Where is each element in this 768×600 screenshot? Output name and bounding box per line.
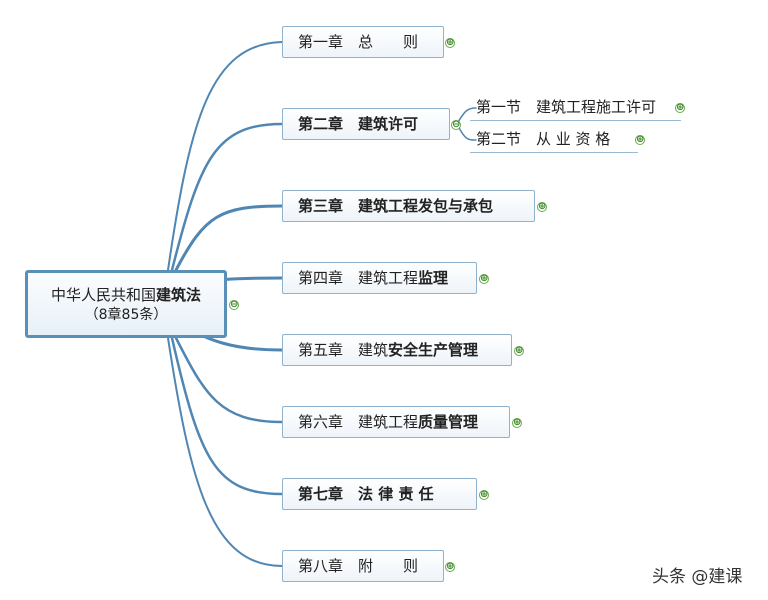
chapter-5[interactable]: 第五章 建筑安全生产管理 bbox=[282, 334, 512, 366]
section-1[interactable]: 第一节 建筑工程施工许可 bbox=[470, 96, 681, 121]
expand-icon[interactable]: ⊕ bbox=[512, 417, 522, 428]
collapse-icon[interactable]: ⊖ bbox=[451, 119, 461, 130]
collapse-icon[interactable]: ⊖ bbox=[229, 299, 239, 310]
expand-icon[interactable]: ⊕ bbox=[635, 134, 645, 145]
root-title: 中华人民共和国建筑法 bbox=[50, 286, 202, 304]
chapter-4[interactable]: 第四章 建筑工程监理 bbox=[282, 262, 477, 294]
section-2[interactable]: 第二节 从 业 资 格 bbox=[470, 128, 638, 153]
chapter-8[interactable]: 第八章 附 则 bbox=[282, 550, 444, 582]
chapter-2[interactable]: 第二章 建筑许可 bbox=[282, 108, 450, 140]
root-subtitle: （8章85条） bbox=[84, 307, 168, 323]
expand-icon[interactable]: ⊕ bbox=[514, 345, 524, 356]
chapter-6[interactable]: 第六章 建筑工程质量管理 bbox=[282, 406, 510, 438]
expand-icon[interactable]: ⊕ bbox=[537, 201, 547, 212]
expand-icon[interactable]: ⊕ bbox=[479, 489, 489, 500]
chapter-3[interactable]: 第三章 建筑工程发包与承包 bbox=[282, 190, 535, 222]
expand-icon[interactable]: ⊕ bbox=[445, 561, 455, 572]
chapter-7[interactable]: 第七章 法 律 责 任 bbox=[282, 478, 477, 510]
expand-icon[interactable]: ⊕ bbox=[675, 102, 685, 113]
chapter-1[interactable]: 第一章 总 则 bbox=[282, 26, 444, 58]
watermark: 头条 @建课 bbox=[652, 567, 743, 587]
root-topic[interactable]: 中华人民共和国建筑法 （8章85条） bbox=[25, 270, 227, 338]
expand-icon[interactable]: ⊕ bbox=[479, 273, 489, 284]
expand-icon[interactable]: ⊕ bbox=[445, 37, 455, 48]
